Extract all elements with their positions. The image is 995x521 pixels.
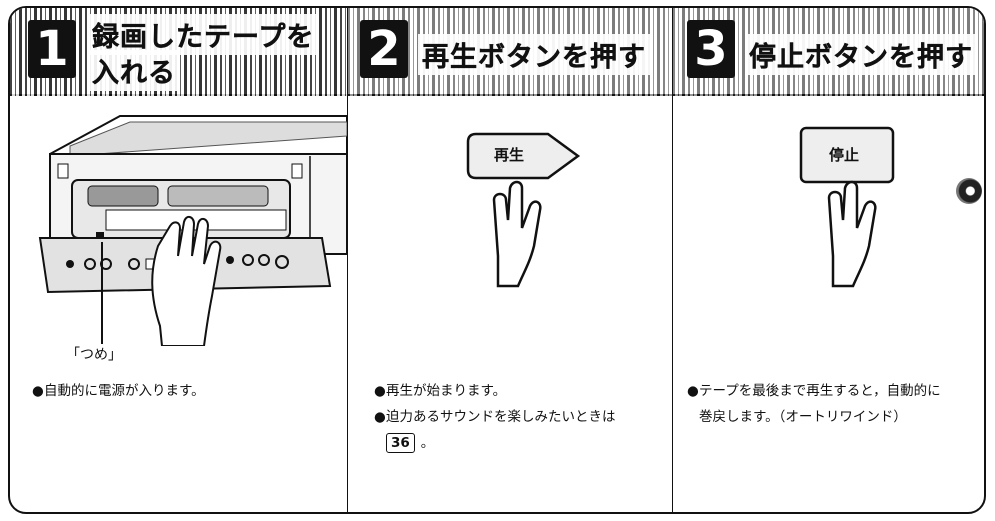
play-button-label: 再生: [494, 146, 525, 164]
step-1-body: 「つめ」 ●自動的に電源が入ります。: [10, 96, 347, 512]
step-3-number: 3: [687, 20, 735, 78]
note-item: ●再生が始まります。: [374, 383, 507, 399]
note-item: 36。: [374, 430, 664, 456]
step-2-number: 2: [360, 20, 408, 78]
step-3-notes: ●テープを最後まで再生すると，自動的に 巻戻します。（オートリワインド）: [687, 378, 984, 430]
step-1-notes: ●自動的に電源が入ります。: [32, 378, 332, 404]
tab-caption: 「つめ」: [66, 347, 122, 363]
stop-button-illustration: [799, 126, 895, 288]
step-3-body: 停止 ●テープを最後まで再生すると，自動的に 巻戻します。（オートリワインド）: [672, 96, 984, 512]
step-2-notes: ●再生が始まります。 ●迫力あるサウンドを楽しみたいときは 36。: [374, 378, 664, 456]
note-item: 巻戻します。（オートリワインド）: [699, 409, 907, 425]
instruction-panel: 1 録画したテープを 入れる 2 再生ボタンを押す 3 停止ボタンを押す: [8, 6, 986, 514]
vcr-illustration: [38, 115, 347, 346]
page-reference: 36: [386, 433, 415, 453]
step-1-header: 1 録画したテープを 入れる: [10, 8, 347, 96]
step-3-title: 停止ボタンを押す: [745, 34, 977, 75]
step-1-title-line1: 録画したテープを: [88, 14, 319, 55]
step-2-header: 2 再生ボタンを押す: [347, 8, 672, 96]
note-item: ●迫力あるサウンドを楽しみたいときは: [374, 409, 616, 425]
note-item: ●自動的に電源が入ります。: [32, 383, 205, 399]
step-2-title: 再生ボタンを押す: [418, 34, 650, 75]
play-button-illustration: [466, 132, 581, 288]
step-1-number: 1: [28, 20, 76, 78]
step-1-title-line2: 入れる: [88, 50, 180, 91]
step-2-body: 再生 ●再生が始まります。 ●迫力あるサウンドを楽しみたいときは 36。: [347, 96, 672, 512]
steps-header: 1 録画したテープを 入れる 2 再生ボタンを押す 3 停止ボタンを押す: [10, 8, 984, 96]
stop-button-label: 停止: [829, 146, 860, 164]
note-item: ●テープを最後まで再生すると，自動的に: [687, 383, 941, 399]
step-3-header: 3 停止ボタンを押す: [672, 8, 984, 96]
binding-hole-icon: [956, 178, 982, 204]
